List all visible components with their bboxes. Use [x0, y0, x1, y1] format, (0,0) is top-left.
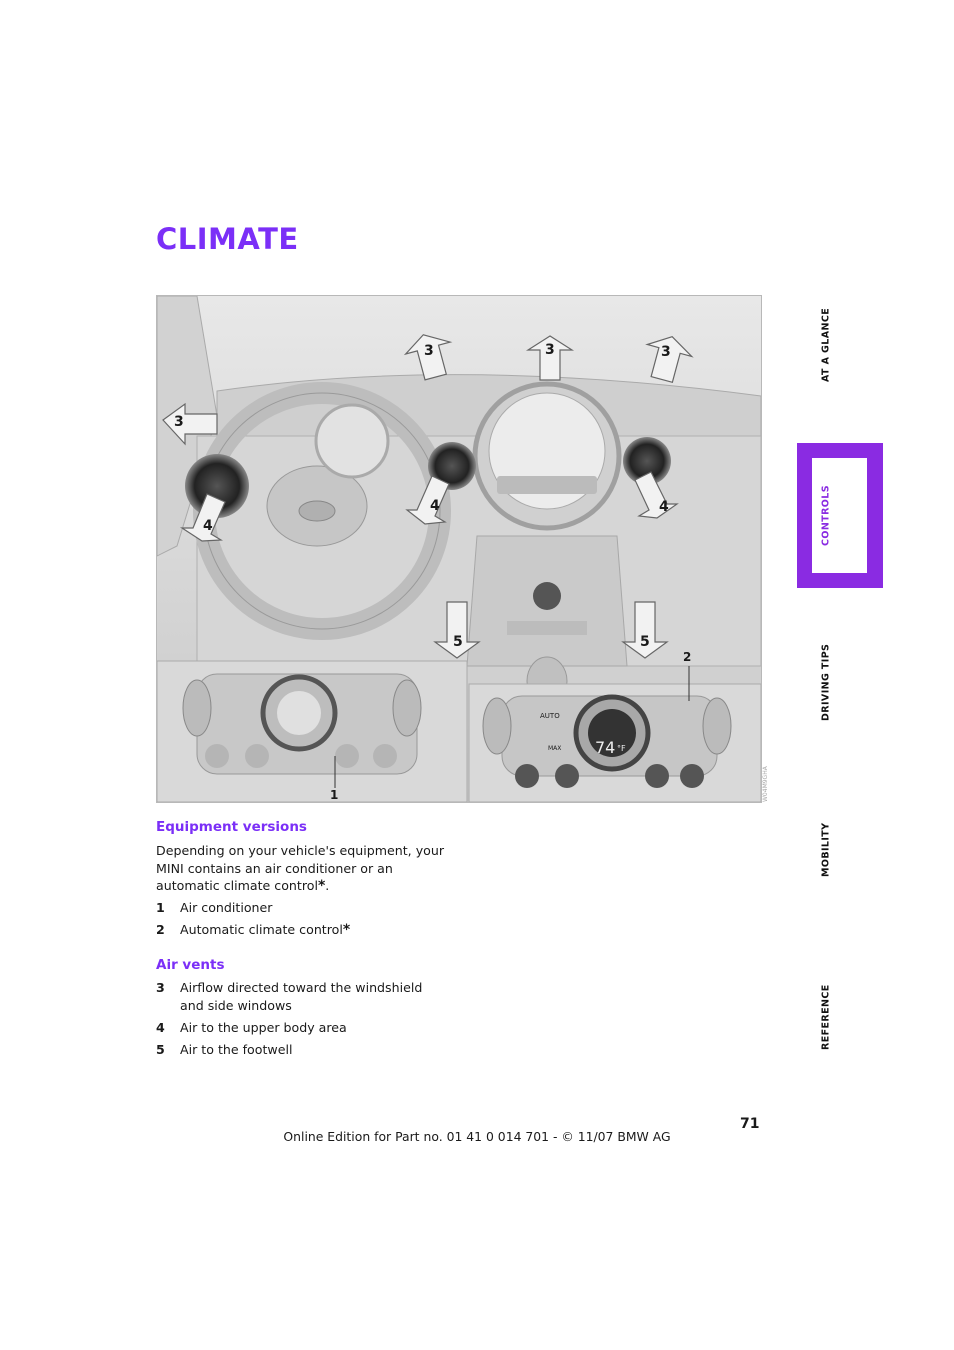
item-number: 2 [156, 922, 165, 937]
item-text: Airflow directed toward the windshield a… [180, 980, 423, 1013]
callout-3-left: 3 [424, 343, 434, 359]
item-number: 1 [156, 900, 165, 915]
callout-5-left: 5 [453, 634, 463, 650]
item-number: 4 [156, 1020, 165, 1035]
callout-3-right: 3 [661, 344, 671, 360]
callout-5-right: 5 [640, 634, 650, 650]
item-number: 5 [156, 1042, 165, 1057]
item-text: Air to the footwell [180, 1042, 293, 1057]
dashboard-figure: 3 3 3 3 4 4 4 5 5 2 1 AUTO MAX 74 °F [156, 295, 762, 803]
callout-3-center: 3 [545, 342, 555, 358]
page-number: 71 [740, 1116, 760, 1132]
optional-equipment-star: * [342, 922, 351, 938]
panel-temperature: 74 [595, 738, 616, 757]
figure-code: W04M9GHA [762, 766, 769, 802]
list-item: 1 Air conditioner [156, 899, 456, 917]
item-text: Air to the upper body area [180, 1020, 347, 1035]
callout-4-right: 4 [659, 499, 669, 515]
callout-2: 2 [683, 650, 692, 664]
list-item: 4 Air to the upper body area [156, 1019, 456, 1037]
tab-driving-tips[interactable]: DRIVING TIPS [820, 643, 832, 722]
panel-auto-label: AUTO [540, 712, 560, 720]
equipment-paragraph-text: Depending on your vehicle's equipment, y… [156, 843, 445, 893]
paragraph-period: . [325, 878, 330, 893]
callout-3-side: 3 [174, 414, 184, 430]
panel-temperature-unit: °F [617, 744, 626, 753]
item-text: Automatic climate control [180, 922, 343, 937]
optional-equipment-star: * [317, 878, 326, 894]
tab-controls[interactable]: CONTROLS [820, 485, 832, 546]
page-title: CLIMATE [156, 222, 299, 256]
list-item: 5 Air to the footwell [156, 1041, 456, 1059]
item-number: 3 [156, 980, 165, 995]
footer-text: Online Edition for Part no. 01 41 0 014 … [283, 1129, 671, 1144]
callout-4-left: 4 [203, 518, 213, 534]
tab-reference[interactable]: REFERENCE [820, 984, 832, 1051]
tab-mobility[interactable]: MOBILITY [820, 822, 832, 878]
tab-at-a-glance[interactable]: AT A GLANCE [820, 307, 832, 383]
list-item: 3 Airflow directed toward the windshield… [156, 979, 456, 1014]
list-item: 2 Automatic climate control* [156, 921, 456, 940]
equipment-paragraph: Depending on your vehicle's equipment, y… [156, 842, 456, 896]
tab-controls-background [812, 458, 867, 573]
callout-1: 1 [330, 788, 339, 802]
equipment-versions-heading: Equipment versions [156, 819, 307, 835]
item-text: Air conditioner [180, 900, 273, 915]
callout-4-center: 4 [430, 498, 440, 514]
panel-max-label: MAX [548, 745, 562, 752]
air-vents-heading: Air vents [156, 957, 225, 973]
